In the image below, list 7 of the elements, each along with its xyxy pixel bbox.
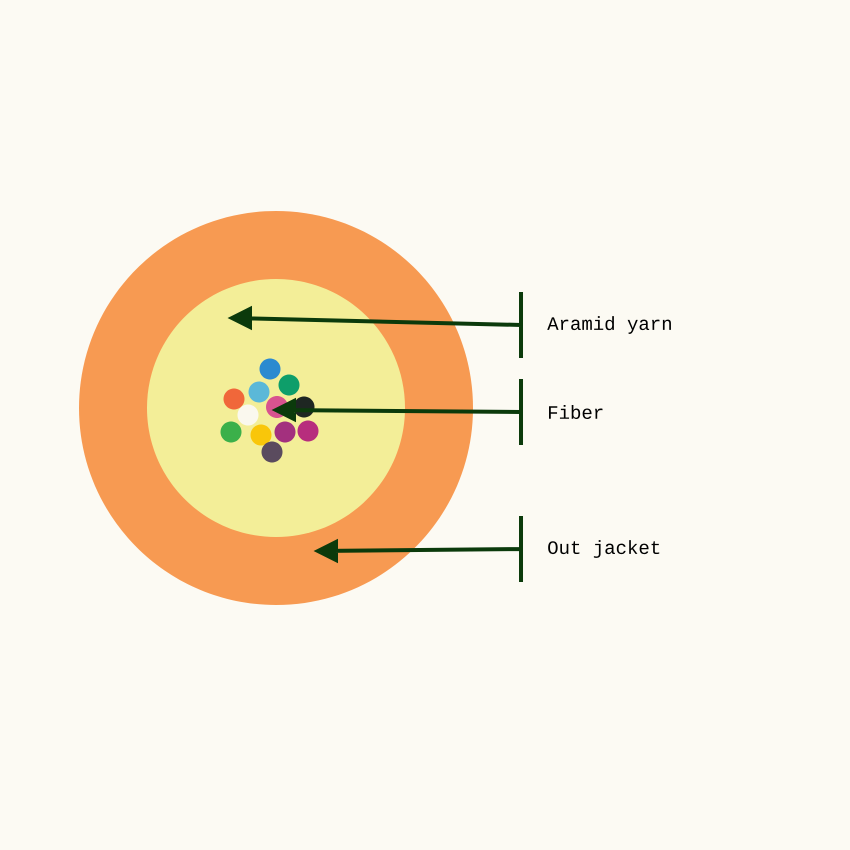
callout-label: Out jacket xyxy=(548,540,660,558)
callout-label: Fiber xyxy=(549,405,602,419)
leader-line xyxy=(316,514,523,584)
yarn-circle xyxy=(147,279,405,537)
leader-line xyxy=(230,290,523,360)
callout-label: Aramid yarn xyxy=(547,316,671,334)
leader-line xyxy=(274,377,523,447)
